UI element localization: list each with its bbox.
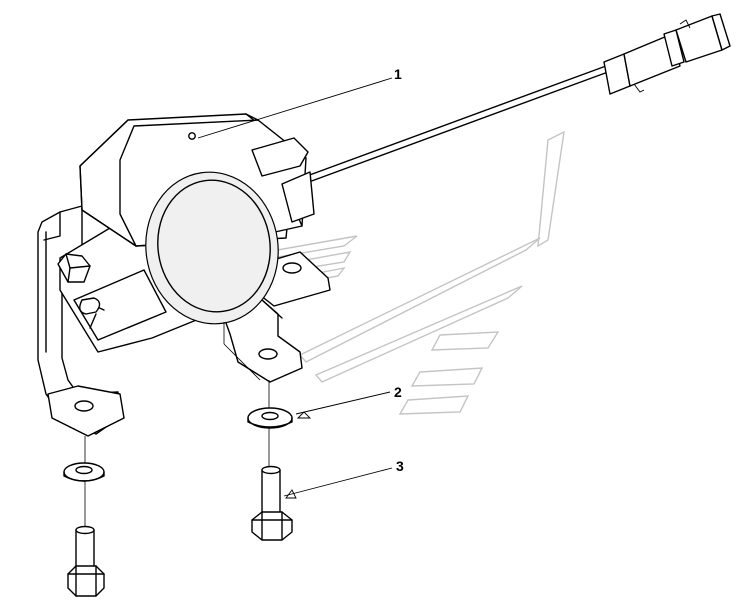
callout-3-label: 3 <box>396 458 404 474</box>
washer <box>247 407 293 429</box>
bracket-bolt-head <box>57 253 91 283</box>
callout-2-label: 2 <box>394 384 402 400</box>
leader-lines <box>197 77 393 499</box>
sensor-unit <box>79 113 315 325</box>
bracket-foot-left <box>47 385 125 437</box>
sensor-cable <box>295 65 609 187</box>
bolt <box>251 465 293 541</box>
bolt-left <box>67 525 105 597</box>
washer-left <box>63 462 105 482</box>
electrical-connector <box>603 13 731 95</box>
callout-1-label: 1 <box>394 66 402 82</box>
